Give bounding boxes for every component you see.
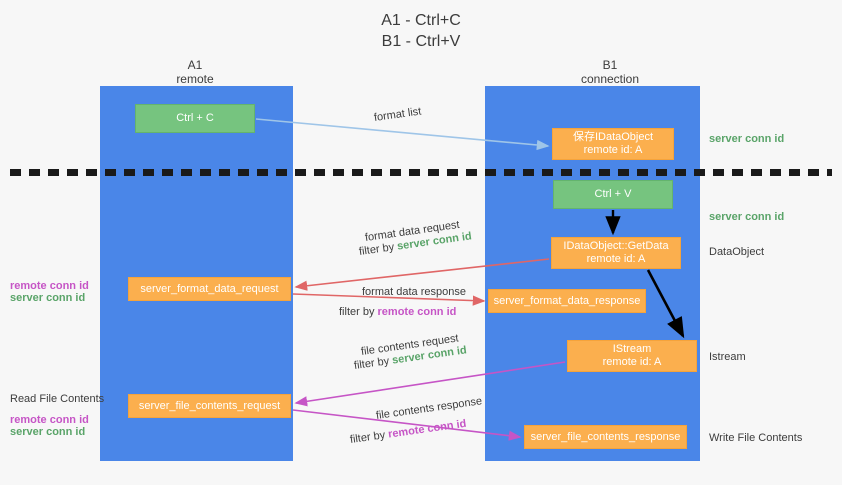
column-a1-role: remote bbox=[176, 72, 214, 86]
node-ctrl-v[interactable]: Ctrl + V bbox=[553, 180, 673, 209]
node-idataobject-getdata[interactable]: IDataObject::GetData remote id: A bbox=[551, 237, 681, 269]
column-header-b1: B1 connection bbox=[530, 58, 690, 86]
arrow-format-data-request bbox=[294, 258, 550, 291]
node-server-format-data-request[interactable]: server_format_data_request bbox=[128, 277, 291, 301]
arrow-getdata-to-istream bbox=[646, 269, 685, 339]
arrow-file-contents-response bbox=[292, 409, 522, 441]
node-server-format-data-response[interactable]: server_format_data_response bbox=[488, 289, 646, 313]
filter-value-remote-conn-id: remote conn id bbox=[377, 306, 457, 318]
node-server-file-contents-request[interactable]: server_file_contents_request bbox=[128, 394, 291, 418]
annotation-remote-conn-id-2: remote conn id bbox=[10, 414, 89, 426]
node-server-file-contents-response[interactable]: server_file_contents_response bbox=[524, 425, 687, 449]
node-istream-line2: remote id: A bbox=[602, 356, 662, 368]
node-ctrl-c-label: Ctrl + C bbox=[176, 112, 214, 124]
arrow-format-data-response bbox=[292, 293, 486, 306]
annotation-read-file-contents: Read File Contents bbox=[10, 393, 105, 405]
edge-label-format-data-response: format data response bbox=[362, 286, 466, 298]
column-b1-role: connection bbox=[580, 72, 640, 86]
node-idataobject[interactable]: 保存IDataObject remote id: A bbox=[552, 128, 674, 160]
title-line-2: B1 - Ctrl+V bbox=[381, 33, 461, 50]
node-istream[interactable]: IStream remote id: A bbox=[567, 340, 697, 372]
annotation-dataobject: DataObject bbox=[709, 246, 765, 258]
annotation-remote-conn-id-1: remote conn id bbox=[10, 280, 89, 292]
column-b1-name: B1 bbox=[602, 58, 618, 72]
node-server-file-contents-request-label: server_file_contents_request bbox=[138, 399, 281, 412]
annotation-istream: Istream bbox=[709, 351, 746, 363]
node-istream-line1: IStream bbox=[612, 343, 652, 355]
annotation-server-conn-id-1: server conn id bbox=[10, 292, 86, 304]
column-a1-name: A1 bbox=[187, 58, 203, 72]
node-server-format-data-request-label: server_format_data_request bbox=[140, 282, 279, 295]
node-ctrl-c[interactable]: Ctrl + C bbox=[135, 104, 255, 133]
phase-divider bbox=[10, 169, 832, 176]
node-server-format-data-response-label: server_format_data_response bbox=[493, 294, 641, 307]
arrow-file-contents-request bbox=[294, 361, 566, 407]
filter-prefix: filter by bbox=[339, 306, 378, 318]
page-title: A1 - Ctrl+C B1 - Ctrl+V bbox=[0, 10, 842, 52]
column-header-a1: A1 remote bbox=[130, 58, 260, 86]
node-getdata-line1: IDataObject::GetData bbox=[563, 240, 669, 252]
edge-label-format-data-response-filter: filter by remote conn id bbox=[339, 305, 456, 319]
node-idataobject-line1: 保存IDataObject bbox=[572, 131, 654, 143]
title-line-1: A1 - Ctrl+C bbox=[381, 12, 461, 29]
annotation-write-file-contents: Write File Contents bbox=[709, 432, 803, 444]
annotation-server-conn-id-2: server conn id bbox=[10, 426, 86, 438]
annotation-server-conn-id-mid: server conn id bbox=[709, 211, 785, 223]
node-idataobject-line2: remote id: A bbox=[583, 144, 643, 156]
node-server-file-contents-response-label: server_file_contents_response bbox=[530, 430, 681, 443]
node-getdata-line2: remote id: A bbox=[586, 253, 646, 265]
annotation-server-conn-id-top: server conn id bbox=[709, 133, 785, 145]
arrow-format-list bbox=[255, 118, 550, 151]
node-ctrl-v-label: Ctrl + V bbox=[594, 188, 632, 200]
